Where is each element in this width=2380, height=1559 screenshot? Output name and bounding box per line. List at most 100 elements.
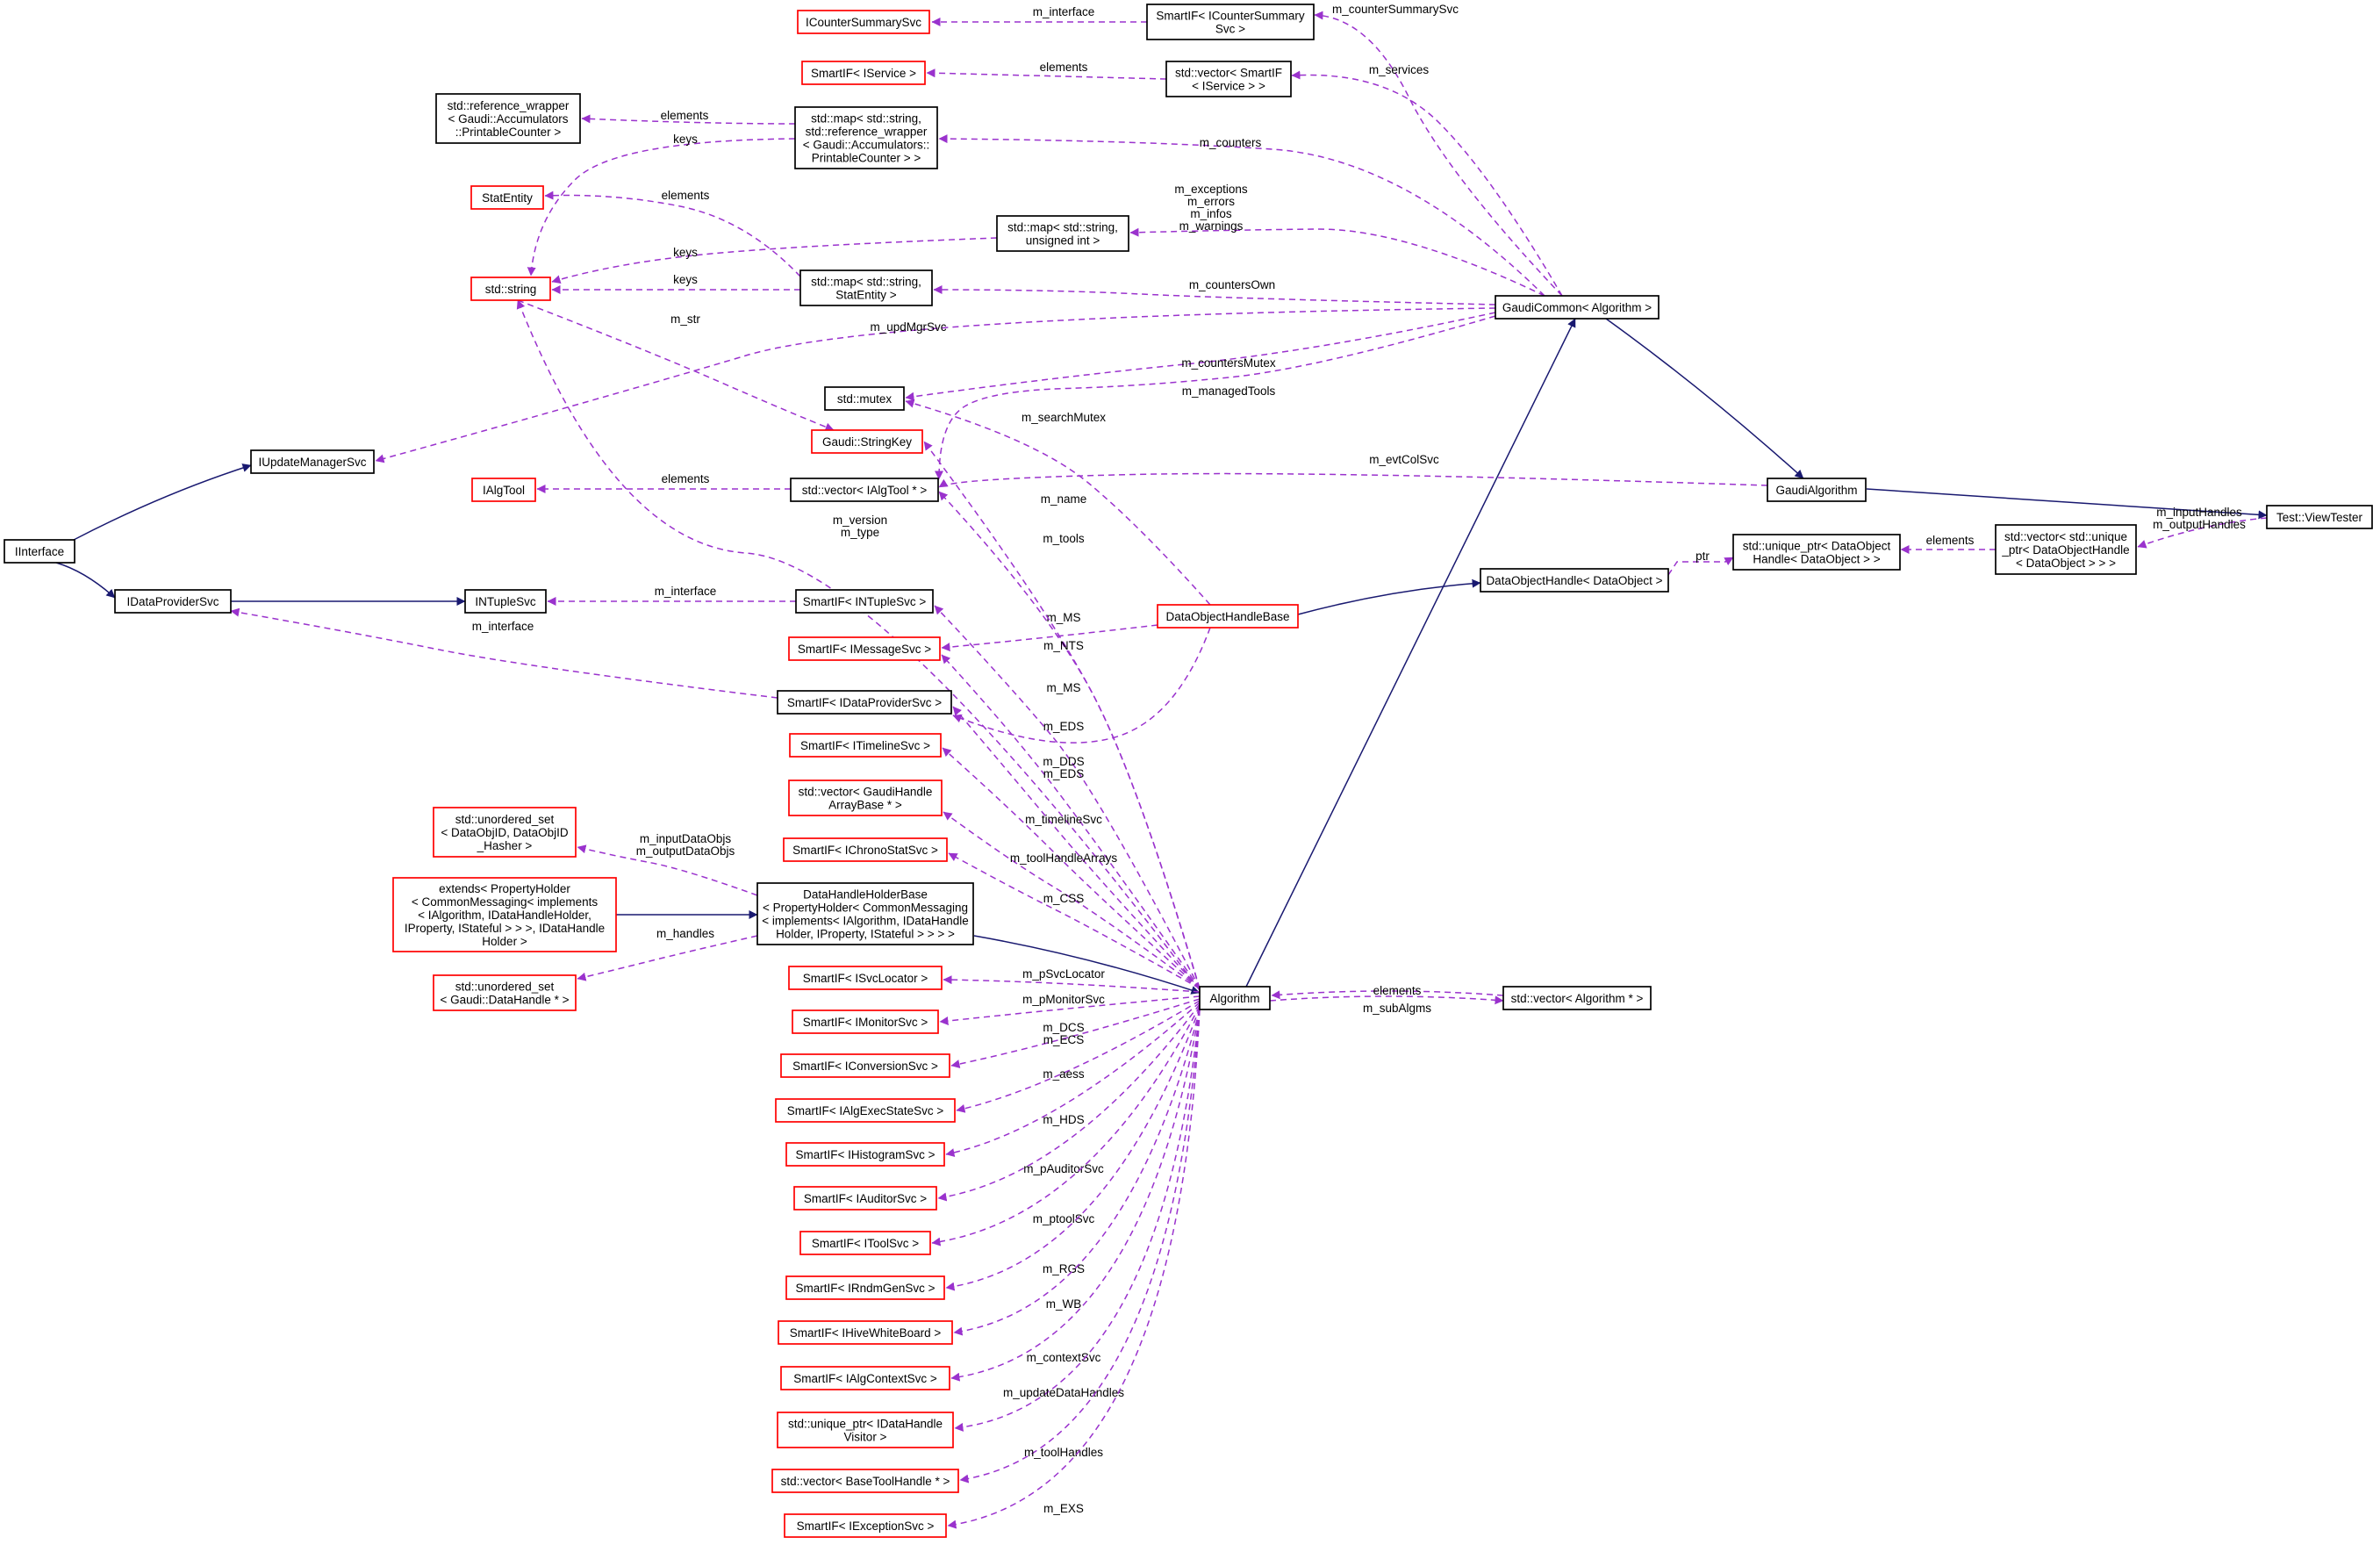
node-extends-propertyholder[interactable]: extends< PropertyHolder< CommonMessaging… bbox=[392, 877, 617, 952]
node-icountersummarysvc[interactable]: ICounterSummarySvc bbox=[797, 10, 930, 34]
node-algorithm[interactable]: Algorithm bbox=[1199, 986, 1271, 1010]
node-box[interactable] bbox=[783, 837, 948, 862]
node-map-string-statentity[interactable]: std::map< std::string,StatEntity > bbox=[799, 269, 933, 306]
node-box[interactable] bbox=[801, 61, 926, 85]
node-box[interactable] bbox=[788, 780, 943, 816]
node-box[interactable] bbox=[788, 966, 943, 990]
node-smartif-intuplesvc[interactable]: SmartIF< INTupleSvc > bbox=[795, 589, 934, 614]
node-box[interactable] bbox=[788, 636, 941, 661]
node-box[interactable] bbox=[435, 93, 581, 144]
node-box[interactable] bbox=[777, 690, 952, 715]
node-smartif-icountersummarysvc[interactable]: SmartIF< ICounterSummarySvc > bbox=[1146, 4, 1315, 40]
node-smartif-itimelinesvc[interactable]: SmartIF< ITimelineSvc > bbox=[789, 733, 942, 758]
node-box[interactable] bbox=[785, 1275, 945, 1300]
node-unique-ptr-dataobjecthandle[interactable]: std::unique_ptr< DataObjectHandle< DataO… bbox=[1732, 534, 1901, 571]
node-iupdatemanagersvc[interactable]: IUpdateManagerSvc bbox=[250, 449, 375, 474]
node-smartif-itoolsvc[interactable]: SmartIF< IToolSvc > bbox=[799, 1231, 931, 1255]
node-box[interactable] bbox=[1767, 478, 1867, 502]
node-box[interactable] bbox=[433, 974, 577, 1011]
node-datahandleholderbase[interactable]: DataHandleHolderBase< PropertyHolder< Co… bbox=[756, 882, 974, 945]
node-statentity[interactable]: StatEntity bbox=[470, 185, 544, 210]
node-box[interactable] bbox=[1165, 61, 1292, 97]
node-box[interactable] bbox=[797, 10, 930, 34]
node-reference-wrapper-printablecounter[interactable]: std::reference_wrapper< Gaudi::Accumulat… bbox=[435, 93, 581, 144]
node-box[interactable] bbox=[1995, 524, 2137, 575]
node-box[interactable] bbox=[470, 277, 551, 301]
node-box[interactable] bbox=[811, 429, 923, 454]
node-box[interactable] bbox=[1146, 4, 1315, 40]
node-smartif-iconversionsvc[interactable]: SmartIF< IConversionSvc > bbox=[780, 1053, 950, 1078]
node-box[interactable] bbox=[996, 215, 1129, 252]
node-box[interactable] bbox=[1199, 986, 1271, 1010]
node-box[interactable] bbox=[780, 1053, 950, 1078]
node-box[interactable] bbox=[784, 1513, 947, 1538]
node-smartif-irndmgensvc[interactable]: SmartIF< IRndmGenSvc > bbox=[785, 1275, 945, 1300]
node-box[interactable] bbox=[775, 1098, 956, 1123]
node-smartif-ichronostatsvc[interactable]: SmartIF< IChronoStatSvc > bbox=[783, 837, 948, 862]
node-box[interactable] bbox=[114, 589, 232, 614]
node-idataprovidersvc[interactable]: IDataProviderSvc bbox=[114, 589, 232, 614]
node-std-string[interactable]: std::string bbox=[470, 277, 551, 301]
node-vector-smartif-iservice[interactable]: std::vector< SmartIF< IService > > bbox=[1165, 61, 1292, 97]
node-box[interactable] bbox=[1502, 986, 1652, 1010]
node-box[interactable] bbox=[795, 589, 934, 614]
node-smartif-ihistogramsvc[interactable]: SmartIF< IHistogramSvc > bbox=[785, 1142, 945, 1167]
node-box[interactable] bbox=[471, 478, 536, 502]
node-unordered-set-dataobjid[interactable]: std::unordered_set< DataObjID, DataObjID… bbox=[433, 807, 577, 858]
node-box[interactable] bbox=[785, 1142, 945, 1167]
node-box[interactable] bbox=[464, 589, 547, 614]
node-box[interactable] bbox=[756, 882, 974, 945]
node-box[interactable] bbox=[777, 1412, 954, 1448]
node-unordered-set-datahandle[interactable]: std::unordered_set< Gaudi::DataHandle * … bbox=[433, 974, 577, 1011]
node-smartif-imessagesvc[interactable]: SmartIF< IMessageSvc > bbox=[788, 636, 941, 661]
node-smartif-iauditorsvc[interactable]: SmartIF< IAuditorSvc > bbox=[793, 1186, 937, 1211]
node-gaudi-common[interactable]: GaudiCommon< Algorithm > bbox=[1495, 295, 1660, 320]
node-gaudi-algorithm[interactable]: GaudiAlgorithm bbox=[1767, 478, 1867, 502]
node-vector-unique-ptr-dataobjecthandle[interactable]: std::vector< std::unique_ptr< DataObject… bbox=[1995, 524, 2137, 575]
node-smartif-ialgexecstatesvc[interactable]: SmartIF< IAlgExecStateSvc > bbox=[775, 1098, 956, 1123]
node-box[interactable] bbox=[392, 877, 617, 952]
node-map-string-uint[interactable]: std::map< std::string,unsigned int > bbox=[996, 215, 1129, 252]
node-smartif-iservice[interactable]: SmartIF< IService > bbox=[801, 61, 926, 85]
node-iinterface[interactable]: IInterface bbox=[4, 539, 75, 564]
node-vector-basetoolhandle[interactable]: std::vector< BaseToolHandle * > bbox=[771, 1469, 959, 1493]
node-box[interactable] bbox=[1495, 295, 1660, 320]
node-dataobjecthandle[interactable]: DataObjectHandle< DataObject > bbox=[1480, 568, 1669, 593]
node-test-viewtester[interactable]: Test::ViewTester bbox=[2266, 505, 2373, 529]
node-box[interactable] bbox=[790, 478, 939, 502]
node-box[interactable] bbox=[799, 269, 933, 306]
node-box[interactable] bbox=[771, 1469, 959, 1493]
node-smartif-imonitorsvc[interactable]: SmartIF< IMonitorSvc > bbox=[792, 1009, 939, 1034]
node-vector-ialgtool-ptr[interactable]: std::vector< IAlgTool * > bbox=[790, 478, 939, 502]
node-box[interactable] bbox=[2266, 505, 2373, 529]
node-dataobjecthandlebase[interactable]: DataObjectHandleBase bbox=[1157, 604, 1299, 629]
node-box[interactable] bbox=[1157, 604, 1299, 629]
node-box[interactable] bbox=[824, 386, 905, 411]
node-box[interactable] bbox=[1732, 534, 1901, 571]
node-box[interactable] bbox=[250, 449, 375, 474]
node-smartif-iexceptionsvc[interactable]: SmartIF< IExceptionSvc > bbox=[784, 1513, 947, 1538]
node-map-string-reference-wrapper[interactable]: std::map< std::string,std::reference_wra… bbox=[794, 106, 938, 169]
node-box[interactable] bbox=[792, 1009, 939, 1034]
node-box[interactable] bbox=[4, 539, 75, 564]
node-smartif-ihivewhiteboard[interactable]: SmartIF< IHiveWhiteBoard > bbox=[778, 1320, 953, 1345]
node-box[interactable] bbox=[789, 733, 942, 758]
node-box[interactable] bbox=[780, 1366, 950, 1390]
node-intuplesvc[interactable]: INTupleSvc bbox=[464, 589, 547, 614]
node-box[interactable] bbox=[778, 1320, 953, 1345]
node-box[interactable] bbox=[470, 185, 544, 210]
node-gaudi-stringkey[interactable]: Gaudi::StringKey bbox=[811, 429, 923, 454]
node-smartif-ialgcontextsvc[interactable]: SmartIF< IAlgContextSvc > bbox=[780, 1366, 950, 1390]
node-smartif-idataprovidersvc[interactable]: SmartIF< IDataProviderSvc > bbox=[777, 690, 952, 715]
node-vector-algorithm-ptr[interactable]: std::vector< Algorithm * > bbox=[1502, 986, 1652, 1010]
node-box[interactable] bbox=[794, 106, 938, 169]
node-box[interactable] bbox=[793, 1186, 937, 1211]
node-box[interactable] bbox=[799, 1231, 931, 1255]
node-ialgtool[interactable]: IAlgTool bbox=[471, 478, 536, 502]
node-smartif-isvclocator[interactable]: SmartIF< ISvcLocator > bbox=[788, 966, 943, 990]
node-std-mutex[interactable]: std::mutex bbox=[824, 386, 905, 411]
node-box[interactable] bbox=[1480, 568, 1669, 593]
node-box[interactable] bbox=[433, 807, 577, 858]
